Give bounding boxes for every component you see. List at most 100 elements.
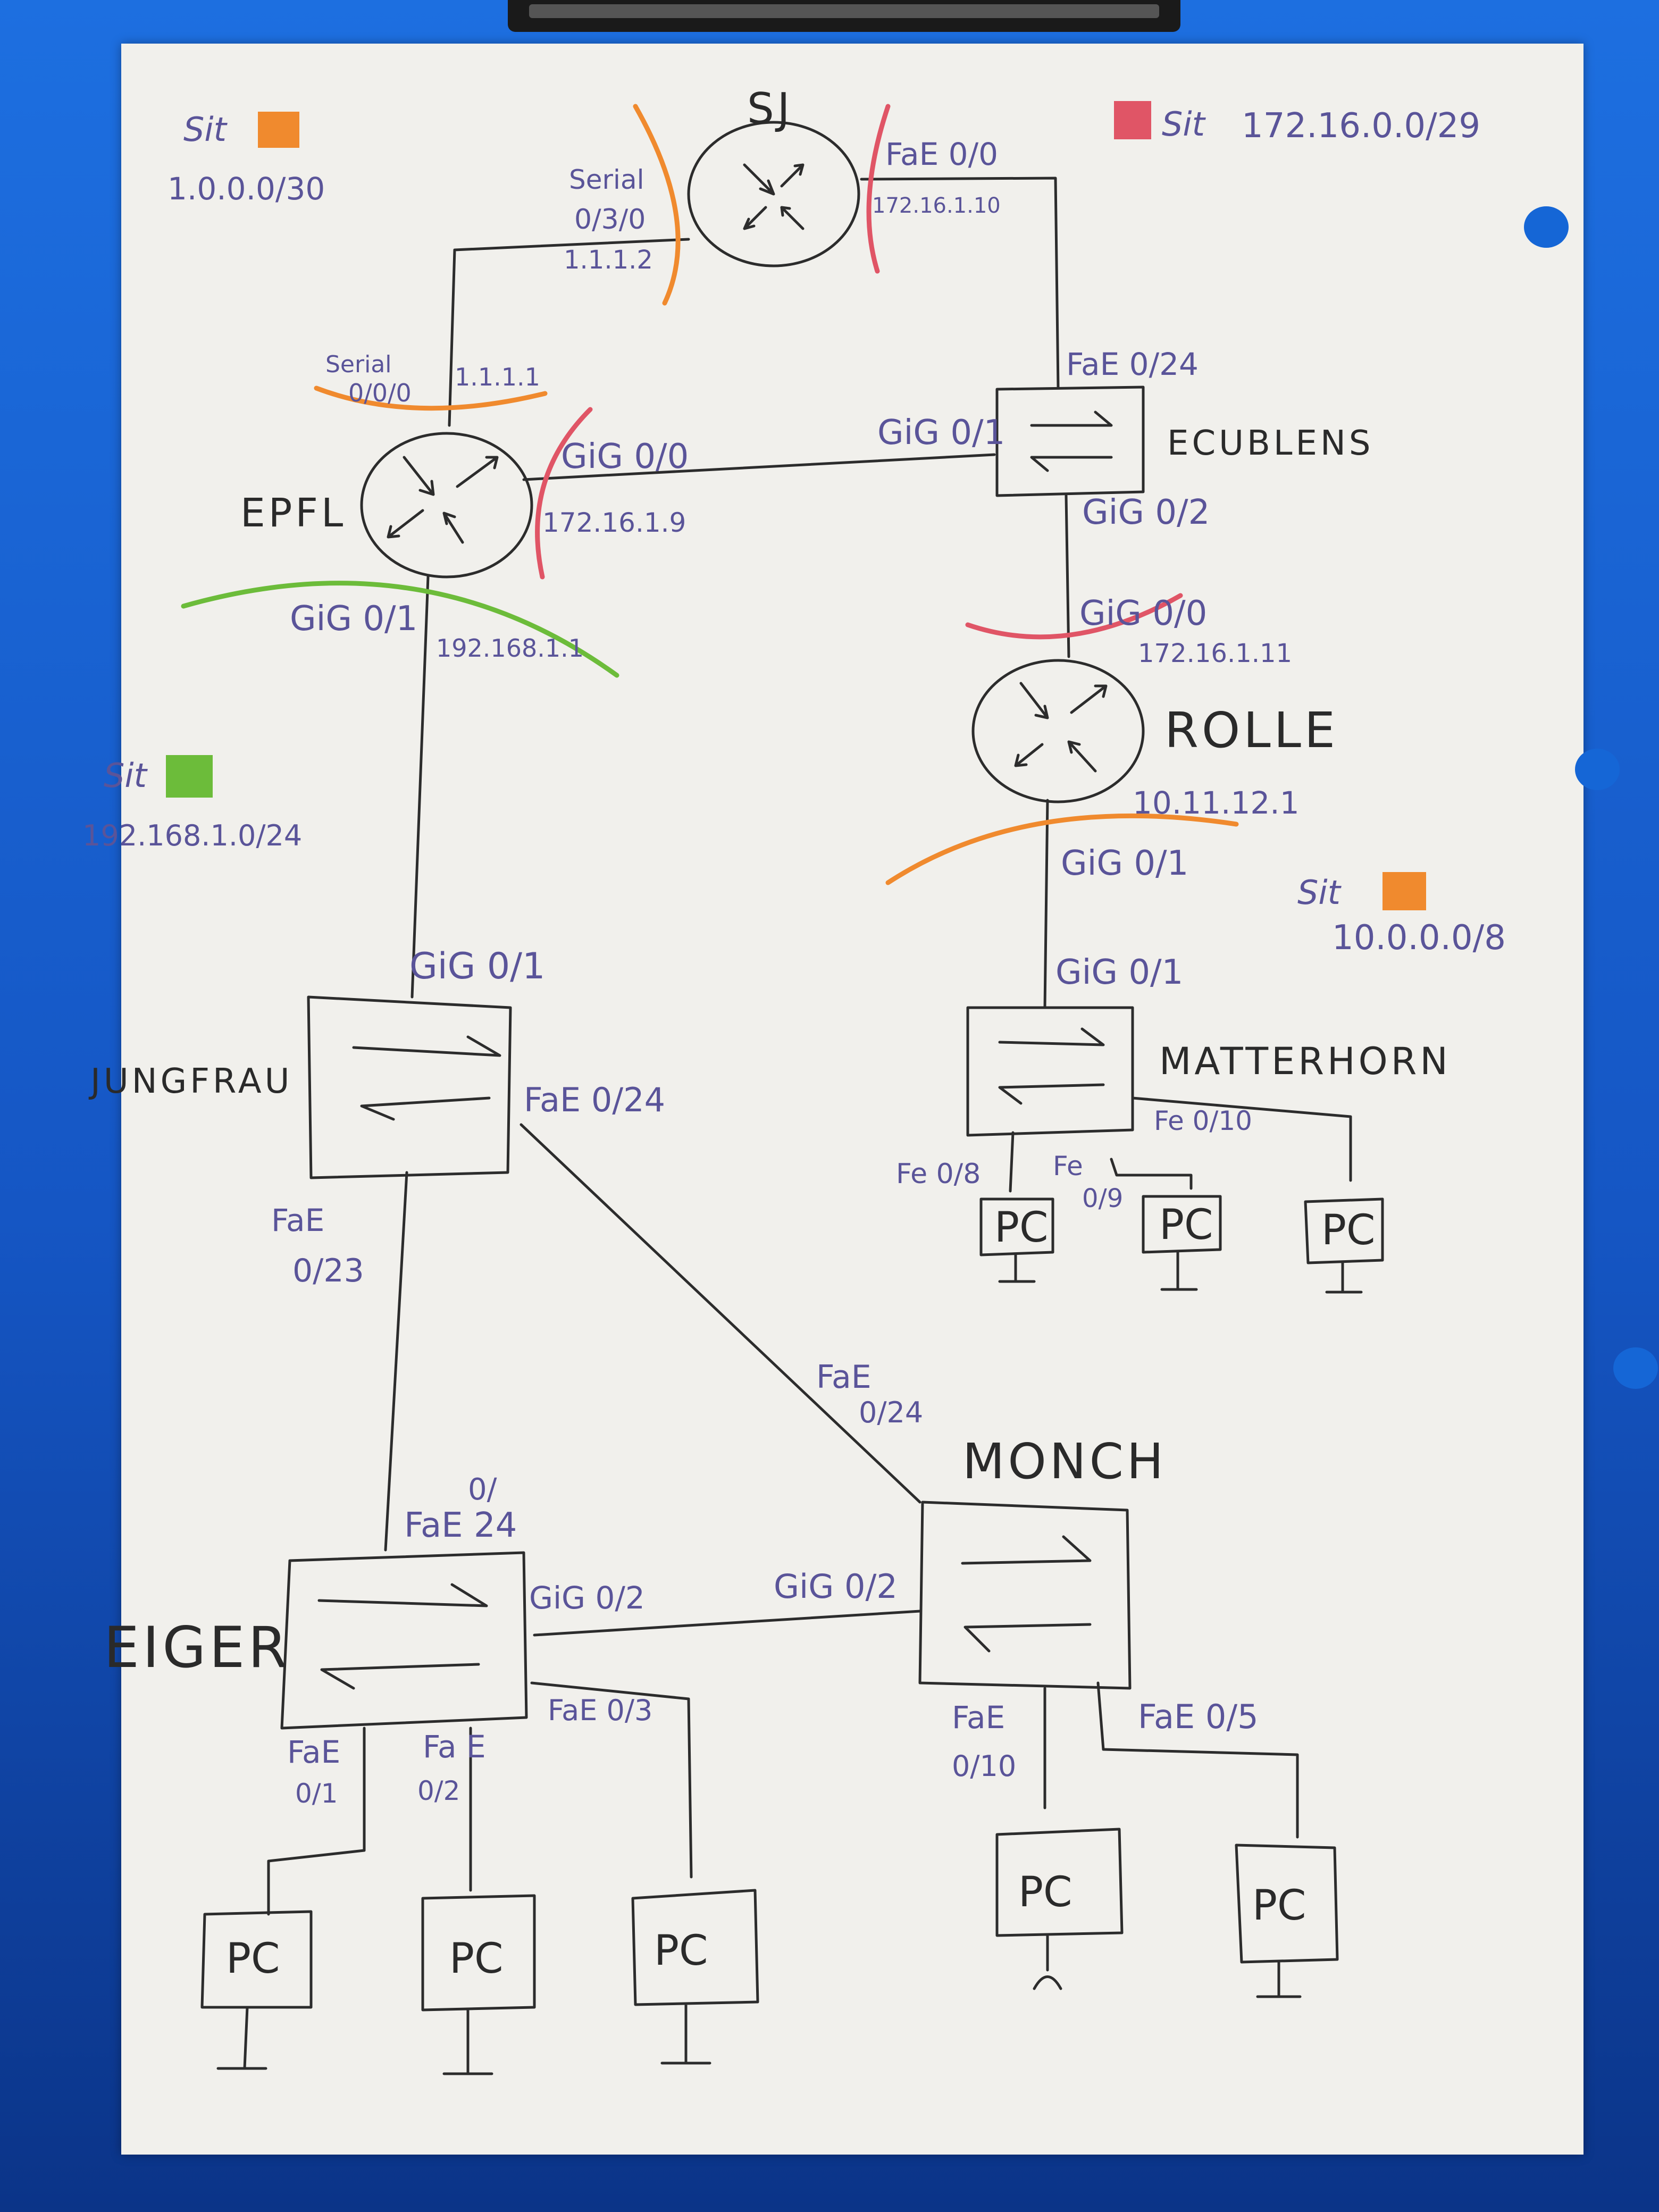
site-2-label: Sit bbox=[1162, 105, 1206, 144]
eiger-gig02-port: GiG 0/2 bbox=[529, 1580, 645, 1616]
switch-eiger[interactable] bbox=[280, 1551, 528, 1730]
monch-gig02-port: GiG 0/2 bbox=[774, 1567, 898, 1606]
epfl-gig01-port: GiG 0/1 bbox=[290, 599, 417, 639]
pc-eiger-1[interactable]: PC bbox=[200, 1910, 313, 2070]
switch-eiger-arrows-icon bbox=[317, 1583, 488, 1690]
epfl-serial-ip: 1.1.1.1 bbox=[455, 363, 540, 391]
rolle-gig00-ip: 172.16.1.11 bbox=[1138, 639, 1292, 668]
switch-ecublens-body bbox=[995, 386, 1145, 497]
site-4-swatch bbox=[1382, 872, 1426, 910]
switch-ecublens[interactable] bbox=[995, 386, 1145, 497]
eiger-fae024-port: FaE 24 bbox=[404, 1506, 517, 1545]
router-epfl[interactable] bbox=[360, 432, 533, 579]
switch-monch[interactable] bbox=[918, 1501, 1132, 1690]
drop-matterhorn-pc1 bbox=[1009, 1131, 1015, 1193]
punch-hole-top bbox=[1524, 206, 1569, 248]
link-epfl-ecublens bbox=[522, 453, 996, 481]
pc-label: PC bbox=[226, 1935, 280, 1983]
router-sj-body bbox=[687, 121, 860, 267]
router-rolle-arrows-icon bbox=[1014, 682, 1108, 773]
site-legend-2: Sit 172.16.0.0/29 bbox=[1114, 101, 1480, 146]
matterhorn-fe08-port: Fe 0/8 bbox=[896, 1158, 981, 1190]
router-rolle[interactable] bbox=[971, 659, 1145, 803]
link-rolle-matterhorn bbox=[1043, 799, 1049, 1009]
drop-matterhorn-pc2 bbox=[1110, 1158, 1193, 1190]
device-name-rolle: ROLLE bbox=[1164, 702, 1338, 759]
site-legend-1: Sit 1.0.0.0/30 bbox=[167, 110, 325, 207]
pc-matterhorn-2[interactable]: PC bbox=[1142, 1195, 1222, 1291]
pc-label: PC bbox=[449, 1935, 504, 1983]
site-arc-orange-rolle bbox=[885, 813, 1239, 885]
pc-monch-2-monitor bbox=[1235, 1844, 1339, 1998]
device-name-matterhorn: MATTERHORN bbox=[1159, 1040, 1451, 1083]
jungfrau-gig01-port: GiG 0/1 bbox=[409, 945, 545, 987]
link-sj-ecublens bbox=[860, 177, 1060, 390]
pc-eiger-3[interactable]: PC bbox=[631, 1889, 759, 2065]
monch-fae024-port: 0/24 bbox=[859, 1396, 923, 1429]
pc-matterhorn-3[interactable]: PC bbox=[1304, 1197, 1384, 1294]
pc-label: PC bbox=[1252, 1882, 1306, 1930]
jungfrau-fae024-port: FaE 0/24 bbox=[524, 1080, 665, 1119]
pc-label: PC bbox=[654, 1927, 708, 1975]
switch-matterhorn-body bbox=[966, 1006, 1134, 1137]
eiger-fae01-label: FaE bbox=[287, 1734, 340, 1770]
ecublens-gig01-port: GiG 0/1 bbox=[877, 413, 1005, 453]
router-sj[interactable] bbox=[687, 121, 860, 267]
matterhorn-fe09-port: 0/9 bbox=[1082, 1184, 1123, 1213]
sj-fae-ip: 172.16.1.10 bbox=[872, 194, 1001, 218]
ecublens-gig02-port: GiG 0/2 bbox=[1082, 493, 1210, 532]
pc-monch-2[interactable]: PC bbox=[1235, 1844, 1339, 1998]
drop-eiger-pc1 bbox=[267, 1727, 366, 1916]
router-rolle-body bbox=[971, 659, 1145, 803]
switch-eiger-body bbox=[280, 1551, 528, 1730]
switch-monch-arrows-icon bbox=[961, 1535, 1092, 1653]
site-legend-4: Sit 10.0.0.0/8 bbox=[1297, 872, 1506, 958]
site-3-network: 192.168.1.0/24 bbox=[82, 819, 302, 852]
link-jungfrau-monch bbox=[520, 1123, 921, 1504]
site-legend-3: Sit 192.168.1.0/24 bbox=[82, 755, 302, 852]
pc-monch-1[interactable]: PC bbox=[995, 1828, 1124, 1990]
switch-matterhorn[interactable] bbox=[966, 1006, 1134, 1137]
device-name-monch: MONCH bbox=[962, 1433, 1167, 1490]
pc-matterhorn-1-monitor bbox=[979, 1197, 1054, 1283]
switch-matterhorn-arrows-icon bbox=[998, 1027, 1105, 1105]
sj-fae-port: FaE 0/0 bbox=[885, 136, 998, 172]
matterhorn-fe09-label: Fe bbox=[1053, 1151, 1083, 1182]
link-sj-epfl bbox=[448, 238, 690, 427]
device-names: SJ EPFL ECUBLENS ROLLE JUNGFRAU MATTERHO… bbox=[88, 84, 1451, 1680]
eiger-fae01-port: 0/1 bbox=[295, 1778, 338, 1809]
pc-label: PC bbox=[1159, 1201, 1213, 1249]
router-epfl-body bbox=[360, 432, 533, 579]
device-name-jungfrau: JUNGFRAU bbox=[88, 1062, 293, 1101]
pc-eiger-2[interactable]: PC bbox=[421, 1894, 536, 2075]
monch-fae024-label: FaE bbox=[816, 1359, 872, 1396]
rolle-gig00-port: GiG 0/0 bbox=[1079, 594, 1207, 633]
site-arc-green-epfl bbox=[181, 581, 619, 678]
switch-jungfrau-arrows-icon bbox=[352, 1035, 501, 1121]
site-arcs bbox=[181, 104, 1239, 885]
device-name-sj: SJ bbox=[747, 84, 793, 133]
matterhorn-fe010-port: Fe 0/10 bbox=[1154, 1105, 1252, 1136]
epfl-gig00-ip: 172.16.1.9 bbox=[542, 507, 686, 538]
site-arc-red-rolle bbox=[965, 593, 1183, 640]
device-name-epfl: EPFL bbox=[240, 490, 346, 536]
site-arc-orange-sj bbox=[633, 104, 681, 306]
site-arc-red-sj bbox=[866, 104, 891, 274]
pc-label: PC bbox=[1018, 1869, 1073, 1916]
sj-serial-ip: 1.1.1.2 bbox=[564, 245, 653, 275]
pc-monch-1-monitor bbox=[995, 1828, 1124, 1990]
site-1-network: 1.0.0.0/30 bbox=[167, 171, 325, 207]
switch-jungfrau[interactable] bbox=[307, 995, 512, 1179]
jungfrau-fae023-port: 0/23 bbox=[292, 1252, 364, 1289]
drop-monch-pc2 bbox=[1096, 1681, 1299, 1839]
switch-monch-body bbox=[918, 1501, 1132, 1690]
epfl-gig00-port: GiG 0/0 bbox=[561, 437, 689, 476]
site-1-swatch bbox=[258, 112, 299, 148]
site-1-label: Sit bbox=[183, 110, 228, 149]
site-4-label: Sit bbox=[1297, 873, 1342, 912]
rolle-lan-ip: 10.11.12.1 bbox=[1133, 785, 1300, 821]
router-sj-arrows-icon bbox=[743, 163, 805, 230]
monch-fae05-port: FaE 0/5 bbox=[1138, 1697, 1259, 1736]
pc-matterhorn-1[interactable]: PC bbox=[979, 1197, 1054, 1283]
rolle-gig01-port: GiG 0/1 bbox=[1061, 844, 1188, 883]
